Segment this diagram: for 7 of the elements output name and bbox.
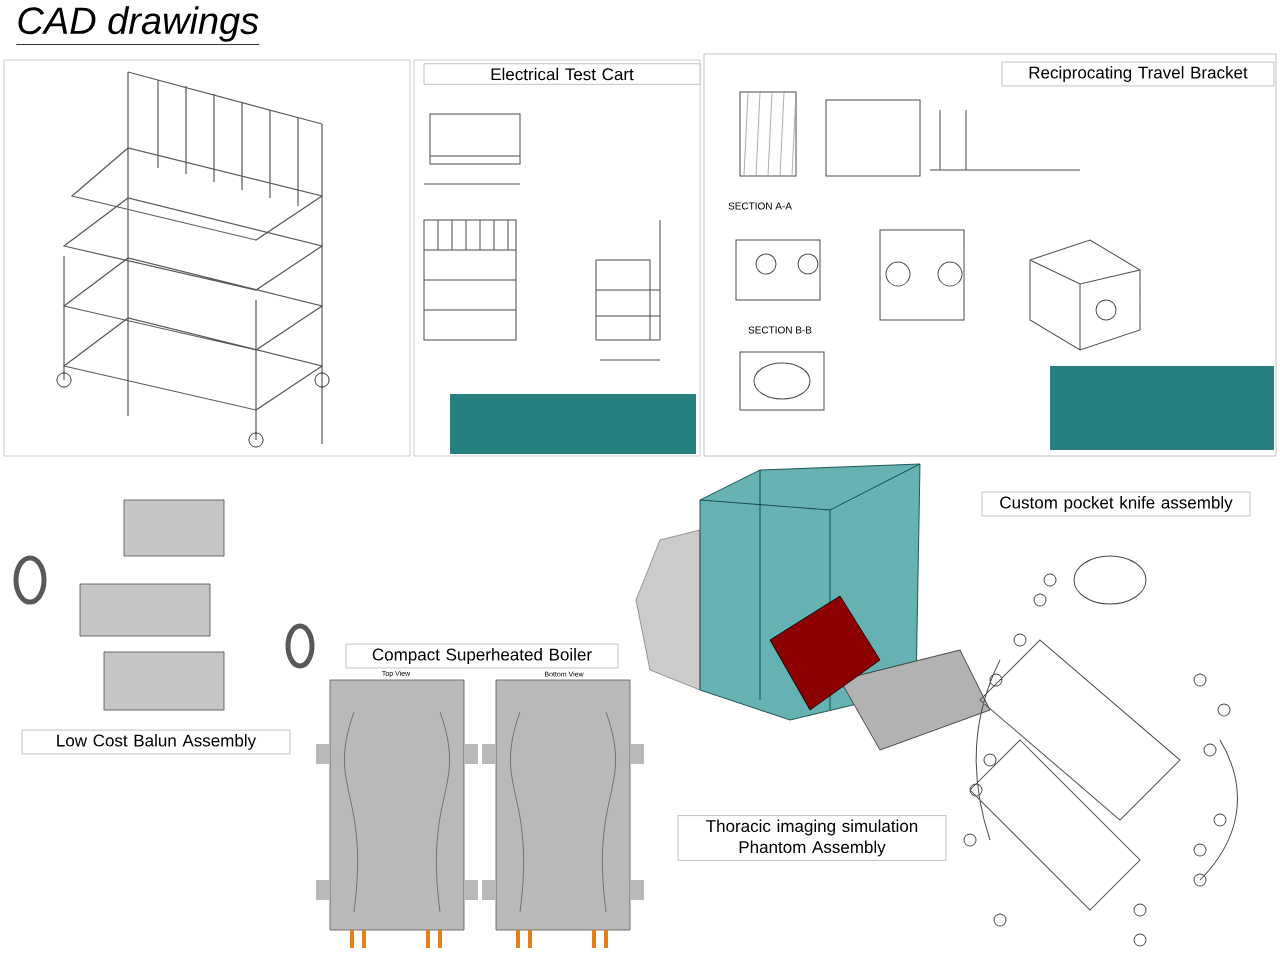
caption-box: Reciprocating Travel Bracket	[1001, 61, 1275, 87]
caption-box: Custom pocket knife assembly	[981, 491, 1251, 517]
caption-box: Compact Superheated Boiler	[345, 643, 619, 669]
caption-box: Thoracic imaging simulation Phantom Assembly	[677, 815, 947, 861]
caption-box: Electrical Test Cart	[423, 63, 701, 85]
caption-box: Low Cost Balun Assembly	[21, 729, 291, 755]
page-title: CAD drawings	[16, 6, 260, 45]
